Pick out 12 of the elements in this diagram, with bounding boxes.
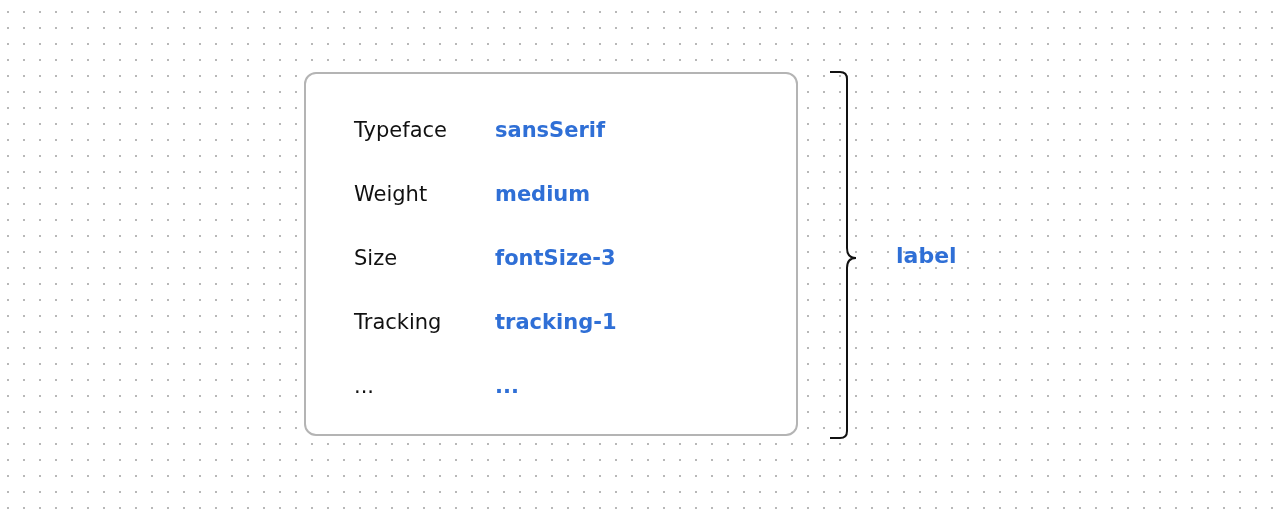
property-card	[304, 72, 798, 436]
property-name: Weight	[354, 182, 429, 206]
property-value: tracking-1	[495, 310, 618, 334]
property-name: Size	[354, 246, 399, 270]
property-name: Tracking	[354, 310, 443, 334]
property-value: fontSize-3	[495, 246, 617, 270]
property-name: Typeface	[354, 118, 448, 142]
property-value: sansSerif	[495, 118, 607, 142]
brace-label: label	[896, 243, 957, 268]
property-value: medium	[495, 182, 592, 206]
property-name: ...	[354, 374, 376, 398]
property-value: ...	[495, 374, 520, 398]
